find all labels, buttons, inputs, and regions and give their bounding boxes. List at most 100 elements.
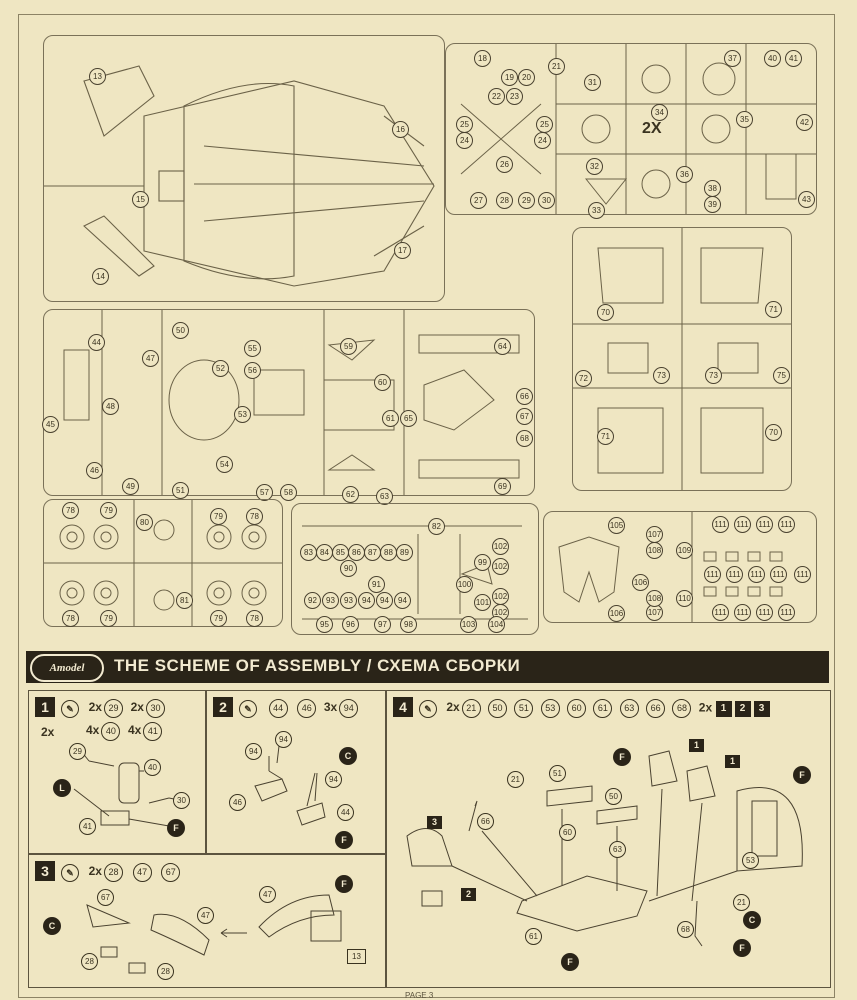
part-callout: 21: [733, 894, 750, 911]
glue-type-icon: F: [167, 819, 185, 837]
part-callout: 44: [337, 804, 354, 821]
interior-drawing: [63, 310, 520, 495]
sprue-details: 82 83 84 85 86 87 88 89 90 91 92 93 93 9…: [291, 503, 539, 635]
part-number: 94: [376, 592, 393, 609]
part-number: 50: [172, 322, 189, 339]
part-number: 40: [764, 50, 781, 67]
part-callout: 53: [742, 852, 759, 869]
part-callout: 46: [229, 794, 246, 811]
part-number: 100: [456, 576, 473, 593]
part-number: 108: [646, 590, 663, 607]
part-number: 91: [368, 576, 385, 593]
part-number: 109: [676, 542, 693, 559]
part-number: 83: [300, 544, 317, 561]
glue-type-icon: F: [793, 766, 811, 784]
page-footer: PAGE 3: [405, 991, 434, 1000]
part-callout: 66: [477, 813, 494, 830]
part-callout: 47: [259, 886, 276, 903]
part-number: 102: [492, 588, 509, 605]
part-number: 24: [534, 132, 551, 149]
part-number: 53: [234, 406, 251, 423]
part-number: 98: [400, 616, 417, 633]
glue-type-icon: F: [335, 875, 353, 893]
part-number: 13: [89, 68, 106, 85]
part-number: 51: [172, 482, 189, 499]
seats-drawing: [573, 228, 791, 490]
part-number: 47: [142, 350, 159, 367]
part-number: 35: [736, 111, 753, 128]
part-number: 73: [705, 367, 722, 384]
step1-drawing: [73, 750, 175, 827]
sprue-interior: 44 45 46 47 48 49 50 51 52 53 54 55 56 5…: [42, 309, 535, 505]
step3-drawing: [86, 894, 342, 974]
part-number: 79: [100, 610, 117, 627]
step4-drawing: [406, 750, 803, 947]
part-number: 78: [62, 610, 79, 627]
part-number: 103: [460, 616, 477, 633]
part-number: 28: [496, 192, 513, 209]
part-number: 48: [102, 398, 119, 415]
subassembly-ref: 2: [461, 888, 476, 901]
part-callout: 47: [197, 907, 214, 924]
wheels-drawing: [44, 500, 282, 626]
part-number: 84: [316, 544, 333, 561]
part-number: 62: [342, 486, 359, 503]
part-number: 16: [392, 121, 409, 138]
part-number: 86: [348, 544, 365, 561]
small-parts-drawing: [460, 44, 816, 214]
sprue-seats: 70 71 72 73 73 75 71 70: [572, 227, 792, 491]
glue-type-icon: F: [733, 939, 751, 957]
part-number: 111: [704, 566, 721, 583]
part-number: 57: [256, 484, 273, 501]
part-callout: 94: [275, 731, 292, 748]
glue-icon: ✎: [239, 699, 257, 718]
part-callout: 68: [677, 921, 694, 938]
glue-type-icon: L: [53, 779, 71, 797]
part-number: 89: [396, 544, 413, 561]
step2-drawing: [254, 745, 326, 826]
subassembly-ref: 3: [427, 816, 442, 829]
part-number: 65: [400, 410, 417, 427]
part-number: 110: [676, 590, 693, 607]
part-number: 72: [575, 370, 592, 387]
part-number: 43: [798, 191, 815, 208]
glue-type-icon: F: [613, 748, 631, 766]
part-number: 73: [653, 367, 670, 384]
part-number: 34: [651, 104, 668, 121]
step-number: 3: [35, 861, 55, 881]
part-number: 23: [506, 88, 523, 105]
part-number: 93: [322, 592, 339, 609]
part-number: 58: [280, 484, 297, 501]
part-number: 25: [456, 116, 473, 133]
part-callout: 61: [525, 928, 542, 945]
part-callout: 21: [507, 771, 524, 788]
part-number: 78: [246, 508, 263, 525]
part-number: 19: [501, 69, 518, 86]
sprue-small-parts: 2X 18 19 20 21 22 23 24 24 25 25 26 27 2…: [445, 43, 817, 219]
part-number: 80: [136, 514, 153, 531]
part-number: 36: [676, 166, 693, 183]
sprue-clear-parts: 105 106 106 107 107 108 108 109 110 111 …: [543, 511, 817, 623]
part-number: 111: [712, 516, 729, 533]
part-number: 42: [796, 114, 813, 131]
part-number: 108: [646, 542, 663, 559]
step-number: 2: [213, 697, 233, 717]
part-number: 45: [42, 416, 59, 433]
part-number: 32: [586, 158, 603, 175]
part-number: 97: [374, 616, 391, 633]
part-number: 56: [244, 362, 261, 379]
part-number: 106: [632, 574, 649, 591]
part-number: 67: [516, 408, 533, 425]
part-number: 37: [724, 50, 741, 67]
part-number: 111: [794, 566, 811, 583]
part-number: 106: [608, 605, 625, 622]
section-title: THE SCHEME OF ASSEMBLY / СХЕМА СБОРКИ: [114, 656, 521, 675]
part-number: 69: [494, 478, 511, 495]
part-number: 49: [122, 478, 139, 495]
part-callout: 67: [97, 889, 114, 906]
